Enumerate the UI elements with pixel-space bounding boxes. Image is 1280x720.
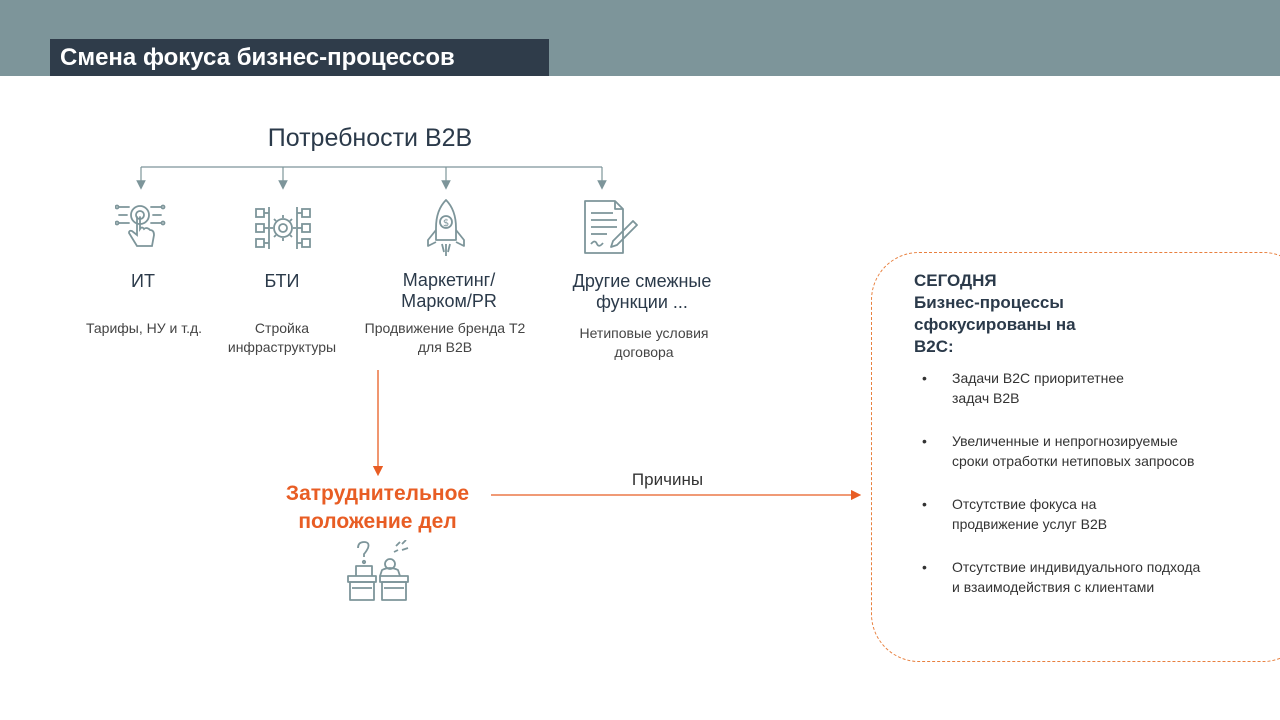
- problem-label: Затруднительное положение дел: [285, 482, 470, 533]
- bullet-icon: •: [922, 496, 927, 512]
- list-item-text: Задачи B2C приоритетнее задач B2B: [952, 370, 1124, 406]
- b2b-needs-heading: Потребности B2B: [267, 124, 473, 152]
- document-pen-icon: [584, 200, 638, 254]
- list-item: • Отсутствие индивидуального подхода и вз…: [922, 558, 1202, 597]
- list-item-text: Отсутствие индивидуального подхода и вза…: [952, 559, 1201, 595]
- today-dashed-box: [871, 252, 1280, 662]
- category-desc-bti: Стройка инфраструктуры: [227, 320, 337, 355]
- rocket-icon: $: [427, 199, 465, 256]
- reasons-list: • Задачи B2C приоритетнее задач B2B • Увел…: [922, 369, 1222, 621]
- touch-screen-icon: [115, 204, 166, 247]
- bullet-icon: •: [922, 433, 927, 449]
- bullet-icon: •: [922, 559, 927, 575]
- list-item: • Увеличенные и непрогнозируемые сроки от…: [922, 432, 1217, 471]
- category-title-marketing: Маркетинг/ Марком/PR: [401, 270, 497, 311]
- category-title-other: Другие смежные функции ...: [572, 271, 712, 312]
- category-desc-other: Нетиповые условия договора: [579, 325, 709, 360]
- bullet-icon: •: [922, 370, 927, 386]
- today-heading: СЕГОДНЯ Бизнес-процессы сфокусированы на…: [914, 270, 1114, 358]
- reasons-label: Причины: [631, 470, 704, 489]
- page-title: Смена фокуса бизнес-процессов: [50, 39, 549, 76]
- today-subtitle: Бизнес-процессы сфокусированы на B2C:: [914, 293, 1076, 356]
- category-desc-it: Тарифы, НУ и т.д.: [85, 320, 203, 336]
- gear-circuit-icon: [255, 207, 311, 249]
- list-item-text: Отсутствие фокуса на продвижение услуг B…: [952, 496, 1108, 532]
- list-item: • Отсутствие фокуса на продвижение услуг …: [922, 495, 1162, 534]
- category-title-it: ИТ: [131, 271, 155, 291]
- today-label: СЕГОДНЯ: [914, 271, 997, 290]
- people-at-desks-icon: [347, 540, 409, 601]
- list-item-text: Увеличенные и непрогнозируемые сроки отр…: [952, 433, 1195, 469]
- category-title-bti: БТИ: [264, 271, 300, 291]
- category-desc-marketing: Продвижение бренда Т2 для B2B: [364, 320, 526, 355]
- list-item: • Задачи B2C приоритетнее задач B2B: [922, 369, 1162, 408]
- svg-text:$: $: [443, 218, 449, 229]
